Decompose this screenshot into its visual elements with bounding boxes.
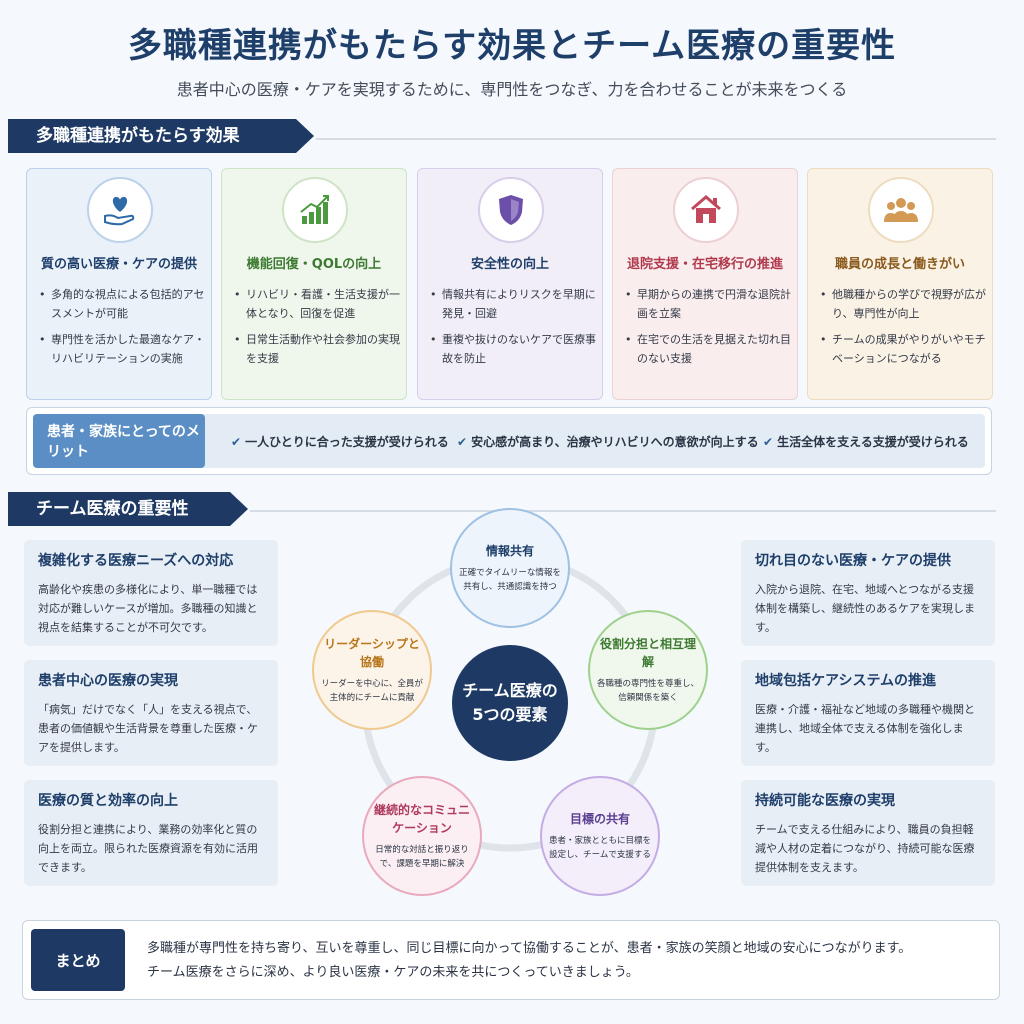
card-item: チームの成果がやりがいやモチベーションにつながる — [820, 330, 988, 368]
element-role-sharing: 役割分担と相互理解 各職種の専門性を尊重し、信頼関係を築く — [588, 610, 708, 730]
effect-card-safety: 安全性の向上 情報共有によりリスクを早期に発見・回避 重複や抜けのないケアで医療… — [417, 168, 603, 400]
card-title: 退院支援・在宅移行の推進 — [626, 257, 783, 272]
card-title: 職員の成長と働きがい — [834, 257, 965, 272]
importance-title: 切れ目のない医療・ケアの提供 — [755, 553, 951, 569]
benefit-item: ✔安心感が高まり、治療やリハビリへの意欲が向上する — [457, 435, 759, 449]
card-item: 日常生活動作や社会参加の実現を支援 — [234, 330, 402, 368]
importance-text: 「病気」だけでなく「人」を支える視点で、患者の価値観や生活背景を尊重した医療・ケ… — [38, 703, 258, 754]
growth-chart-icon — [282, 177, 348, 243]
card-title: 機能回復・QOLの向上 — [246, 257, 382, 272]
summary-box: まとめ 多職種が専門性を持ち寄り、互いを尊重し、同じ目標に向かって協働することが… — [22, 920, 1000, 1000]
importance-text: 役割分担と連携により、業務の効率化と質の向上を両立。限られた医療資源を有効に活用… — [38, 823, 258, 874]
team-medicine-diagram: チーム医療の 5つの要素 情報共有 正確でタイムリーな情報を共有し、共通認識を持… — [290, 500, 730, 910]
importance-title: 患者中心の医療の実現 — [38, 673, 178, 689]
check-icon: ✔ — [763, 435, 774, 449]
check-icon: ✔ — [231, 435, 242, 449]
section-divider — [250, 510, 996, 512]
people-icon — [868, 177, 934, 243]
section-banner-effects: 多職種連携がもたらす効果 — [8, 119, 314, 153]
card-item: 多角的な視点による包括的アセスメントが可能 — [39, 285, 207, 323]
importance-text: 高齢化や疾患の多様化により、単一職種では対応が難しいケースが増加。多職種の知識と… — [38, 583, 258, 634]
element-leadership: リーダーシップと協働 リーダーを中心に、全員が主体的にチームに貢献 — [312, 610, 432, 730]
importance-title: 医療の質と効率の向上 — [38, 793, 178, 809]
card-title: 質の高い医療・ケアの提供 — [40, 257, 197, 272]
importance-text: 医療・介護・福祉など地域の多職種や機関と連携し、地域全体で支える体制を強化します… — [755, 703, 975, 754]
card-item: 在宅での生活を見据えた切れ目のない支援 — [625, 330, 793, 368]
benefit-item: ✔一人ひとりに合った支援が受けられる — [231, 435, 449, 449]
card-item: 情報共有によりリスクを早期に発見・回避 — [430, 285, 598, 323]
section-banner-importance: チーム医療の重要性 — [8, 492, 248, 526]
importance-box: 持続可能な医療の実現 チームで支える仕組みにより、職員の負担軽減や人材の定着につ… — [741, 780, 995, 886]
effect-card-staff-growth: 職員の成長と働きがい 他職種からの学びで視野が広がり、専門性が向上 チームの成果… — [807, 168, 993, 400]
section-divider — [316, 138, 996, 140]
summary-label: まとめ — [31, 929, 125, 991]
benefit-item: ✔生活全体を支える支援が受けられる — [763, 435, 969, 449]
card-item: 専門性を活かした最適なケア・リハビリテーションの実施 — [39, 330, 207, 368]
shield-icon — [478, 177, 544, 243]
heart-hand-icon — [87, 177, 153, 243]
house-icon — [673, 177, 739, 243]
card-item: リハビリ・看護・生活支援が一体となり、回復を促進 — [234, 285, 402, 323]
check-icon: ✔ — [457, 435, 468, 449]
diagram-center: チーム医療の 5つの要素 — [452, 645, 568, 761]
element-info-sharing: 情報共有 正確でタイムリーな情報を共有し、共通認識を持つ — [450, 508, 570, 628]
page-subtitle: 患者中心の医療・ケアを実現するために、専門性をつなぎ、力を合わせることが未来をつ… — [176, 80, 848, 99]
effect-card-recovery: 機能回復・QOLの向上 リハビリ・看護・生活支援が一体となり、回復を促進 日常生… — [221, 168, 407, 400]
card-item: 他職種からの学びで視野が広がり、専門性が向上 — [820, 285, 988, 323]
benefit-label: 患者・家族にとってのメリット — [33, 414, 205, 468]
page-title: 多職種連携がもたらす効果とチーム医療の重要性 — [127, 26, 897, 66]
importance-title: 複雑化する医療ニーズへの対応 — [38, 553, 234, 569]
card-title: 安全性の向上 — [470, 257, 549, 272]
importance-title: 持続可能な医療の実現 — [755, 793, 895, 809]
importance-text: チームで支える仕組みにより、職員の負担軽減や人材の定着につながり、持続可能な医療… — [755, 823, 975, 874]
effect-card-quality: 質の高い医療・ケアの提供 多角的な視点による包括的アセスメントが可能 専門性を活… — [26, 168, 212, 400]
importance-box: 複雑化する医療ニーズへの対応 高齢化や疾患の多様化により、単一職種では対応が難し… — [24, 540, 278, 646]
importance-box: 地域包括ケアシステムの推進 医療・介護・福祉など地域の多職種や機関と連携し、地域… — [741, 660, 995, 766]
importance-box: 切れ目のない医療・ケアの提供 入院から退院、在宅、地域へとつながる支援体制を構築… — [741, 540, 995, 646]
effect-card-discharge: 退院支援・在宅移行の推進 早期からの連携で円滑な退院計画を立案 在宅での生活を見… — [612, 168, 798, 400]
importance-text: 入院から退院、在宅、地域へとつながる支援体制を構築し、継続性のあるケアを実現しま… — [755, 583, 975, 634]
element-communication: 継続的なコミュニケーション 日常的な対話と振り返りで、課題を早期に解決 — [362, 776, 482, 896]
card-item: 早期からの連携で円滑な退院計画を立案 — [625, 285, 793, 323]
importance-title: 地域包括ケアシステムの推進 — [755, 673, 937, 689]
summary-text: 多職種が専門性を持ち寄り、互いを尊重し、同じ目標に向かって協働することが、患者・… — [147, 941, 912, 980]
element-goal-sharing: 目標の共有 患者・家族とともに目標を設定し、チームで支援する — [540, 776, 660, 896]
card-item: 重複や抜けのないケアで医療事故を防止 — [430, 330, 598, 368]
importance-box: 医療の質と効率の向上 役割分担と連携により、業務の効率化と質の向上を両立。限られ… — [24, 780, 278, 886]
benefit-bar: 患者・家族にとってのメリット ✔一人ひとりに合った支援が受けられる ✔安心感が高… — [26, 407, 992, 475]
importance-box: 患者中心の医療の実現 「病気」だけでなく「人」を支える視点で、患者の価値観や生活… — [24, 660, 278, 766]
